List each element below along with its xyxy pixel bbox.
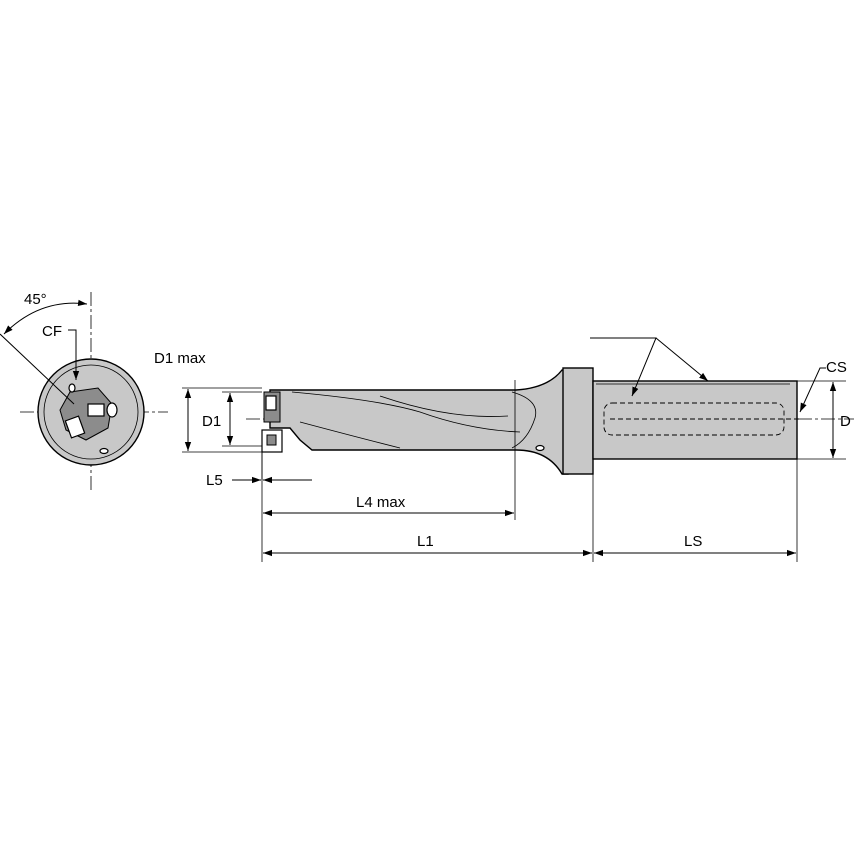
body-coolant-hole [535,444,545,452]
cf-leader [68,329,80,380]
cs-leader [799,367,826,413]
end-view-inner-circle [43,364,139,460]
flute-curve-lower [299,421,401,449]
l5-label: L5 [206,472,223,489]
periphery-insert-hole [266,434,277,446]
cs-label: CS [826,359,847,376]
end-view: 45° CF [0,291,168,490]
end-view-insert-periphery [64,415,86,439]
angle-reference-line [0,333,75,405]
l4max-label: L4 max [356,494,406,511]
d-label: D [840,413,851,430]
shank-collar [562,367,594,475]
drill-body [269,369,569,475]
flat-leader-2 [655,337,709,382]
angle-arc [3,299,88,335]
side-view: CS D D1 max D1 L5 L4 max L1 L [154,337,854,562]
angle-label: 45° [24,291,47,308]
shank [592,380,798,460]
d1-label: D1 [202,413,221,430]
l1-label: L1 [417,533,434,550]
end-view-coolant-hole-3 [99,447,109,455]
flute-end-curve [511,391,537,449]
end-view-coolant-hole-1 [106,402,118,418]
d1max-label: D1 max [154,350,206,367]
shank-hidden-coolant-channel [603,402,785,436]
flute-curve-upper [291,391,521,433]
center-insert [265,395,277,411]
ls-label: LS [684,533,702,550]
end-view-coolant-hole-2 [68,383,76,393]
end-view-insert-center [87,403,105,417]
cf-label: CF [42,323,62,340]
flute-helix-line [379,395,509,417]
